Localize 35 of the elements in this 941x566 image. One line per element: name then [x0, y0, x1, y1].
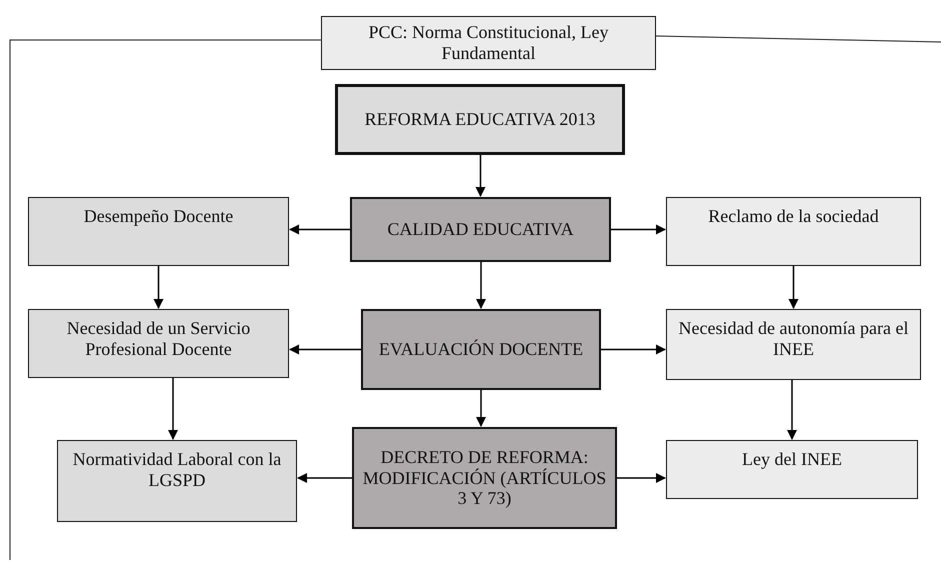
process-box — [321, 16, 656, 70]
arrow — [476, 390, 486, 427]
arrow — [617, 473, 666, 483]
process-box — [666, 197, 921, 266]
arrow — [476, 262, 486, 309]
arrow — [168, 378, 178, 440]
arrow — [788, 266, 798, 309]
box-label: Necesidad de un Servicio Profesional Docente — [66, 318, 252, 360]
box-label: DECRETO DE REFORMA: MODIFICACIÓN (ARTÍCULOS 3 Y 73) — [362, 446, 608, 510]
box-label: Necesidad de autonomía para el INEE — [678, 318, 910, 360]
process-box — [350, 197, 611, 262]
arrow — [611, 224, 666, 234]
arrow — [154, 266, 164, 309]
arrow — [787, 380, 797, 440]
process-box — [28, 309, 289, 378]
box-label: PCC: Norma Constitucional, Ley Fundamental — [368, 22, 610, 64]
process-box — [352, 427, 617, 529]
box-label: Desempeño Docente — [84, 206, 234, 227]
box-label: EVALUACIÓN DOCENTE — [378, 339, 584, 360]
box-label: Normatividad Laboral con la LGSPD — [72, 449, 282, 490]
arrow — [297, 473, 352, 483]
box-label: CALIDAD EDUCATIVA — [387, 219, 574, 240]
arrow — [601, 344, 666, 354]
arrow — [476, 155, 486, 197]
box-label: Reclamo de la sociedad — [708, 206, 879, 227]
box-label: Ley del INEE — [742, 449, 842, 470]
process-box — [666, 440, 918, 499]
arrow — [289, 344, 361, 354]
process-box — [361, 309, 601, 390]
process-box — [28, 197, 289, 266]
process-box — [335, 84, 625, 155]
box-label: REFORMA EDUCATIVA 2013 — [364, 109, 596, 130]
arrow — [289, 224, 350, 234]
process-box — [57, 440, 297, 522]
process-box — [666, 309, 921, 380]
